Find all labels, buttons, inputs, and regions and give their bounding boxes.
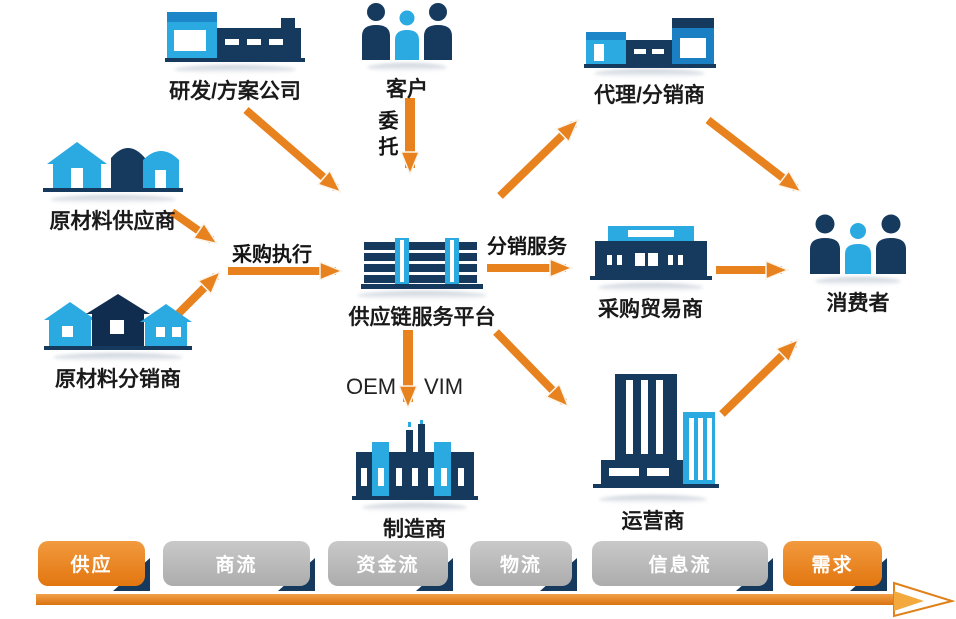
chip-label: 信息流	[592, 541, 768, 586]
node-label: 原材料分销商	[55, 368, 181, 391]
reflection	[357, 291, 487, 300]
node-platform: 供应链服务平台	[332, 236, 512, 331]
node-operator: 运营商	[578, 372, 728, 535]
banner-chip-supply: 供应	[38, 541, 145, 586]
edge-label-vim: VIM	[424, 374, 464, 399]
node-customer: 客户	[352, 2, 462, 103]
reflection	[814, 277, 902, 286]
edge-label-distribution-service: 分销服务	[487, 236, 567, 258]
manufacturer-icon	[351, 420, 478, 500]
node-raw-distributor: 原材料分销商	[28, 292, 208, 393]
reflection	[49, 195, 176, 204]
node-label: 代理/分销商	[594, 84, 705, 107]
reflection	[599, 495, 707, 504]
chip-label: 需求	[783, 541, 882, 586]
node-label: 消费者	[826, 292, 890, 315]
trader-icon	[589, 226, 712, 280]
operator-icon	[593, 374, 719, 488]
arrow-operator-to-consumer	[719, 344, 794, 417]
node-label: 供应链服务平台	[348, 306, 496, 329]
banner-chip-demand: 需求	[783, 541, 882, 586]
node-agent: 代理/分销商	[572, 12, 727, 109]
node-label: 采购贸易商	[598, 298, 703, 321]
reflection	[598, 283, 703, 292]
banner-chip-information-flow: 信息流	[592, 541, 768, 586]
reflection	[53, 353, 183, 362]
customer-icon	[362, 3, 452, 60]
node-consumer: 消费者	[798, 214, 918, 317]
node-label: 制造商	[383, 518, 446, 541]
node-label: 研发/方案公司	[169, 80, 301, 103]
arrow-platform-to-agent	[497, 124, 574, 199]
node-label: 运营商	[621, 510, 685, 533]
node-label: 客户	[386, 78, 428, 101]
reflection	[362, 503, 467, 512]
edge-label-oem: OEM	[346, 374, 397, 399]
rd-company-icon	[165, 12, 305, 62]
platform-icon	[361, 238, 483, 289]
edge-label-entrust: 委托	[375, 110, 397, 162]
node-label: 原材料供应商	[49, 210, 176, 233]
arrow-rd-to-platform	[243, 106, 336, 188]
node-raw-supplier: 原材料供应商	[25, 136, 200, 235]
node-manufacturer: 制造商	[342, 420, 487, 543]
arrow-agent-to-consumer	[705, 116, 796, 188]
chip-label: 物流	[470, 541, 572, 586]
banner-chip-business-flow: 商流	[163, 541, 310, 586]
banner-chip-logistics: 物流	[470, 541, 572, 586]
chip-label: 商流	[163, 541, 310, 586]
agent-icon	[583, 18, 716, 68]
consumer-icon	[810, 214, 906, 274]
arrow-platform-to-operator	[493, 329, 564, 402]
node-trader: 采购贸易商	[578, 224, 723, 323]
edge-label-procurement-execution: 采购执行	[232, 244, 312, 266]
raw-distributor-icon	[44, 294, 192, 350]
reflection	[173, 65, 297, 74]
chip-label: 资金流	[328, 541, 448, 586]
banner-chip-capital-flow: 资金流	[328, 541, 448, 586]
bottom-flow-arrow	[36, 581, 956, 618]
reflection	[367, 63, 447, 72]
node-rd-company: 研发/方案公司	[150, 6, 320, 105]
chip-label: 供应	[38, 541, 145, 586]
raw-supplier-icon	[42, 142, 183, 192]
reflection	[593, 69, 706, 78]
